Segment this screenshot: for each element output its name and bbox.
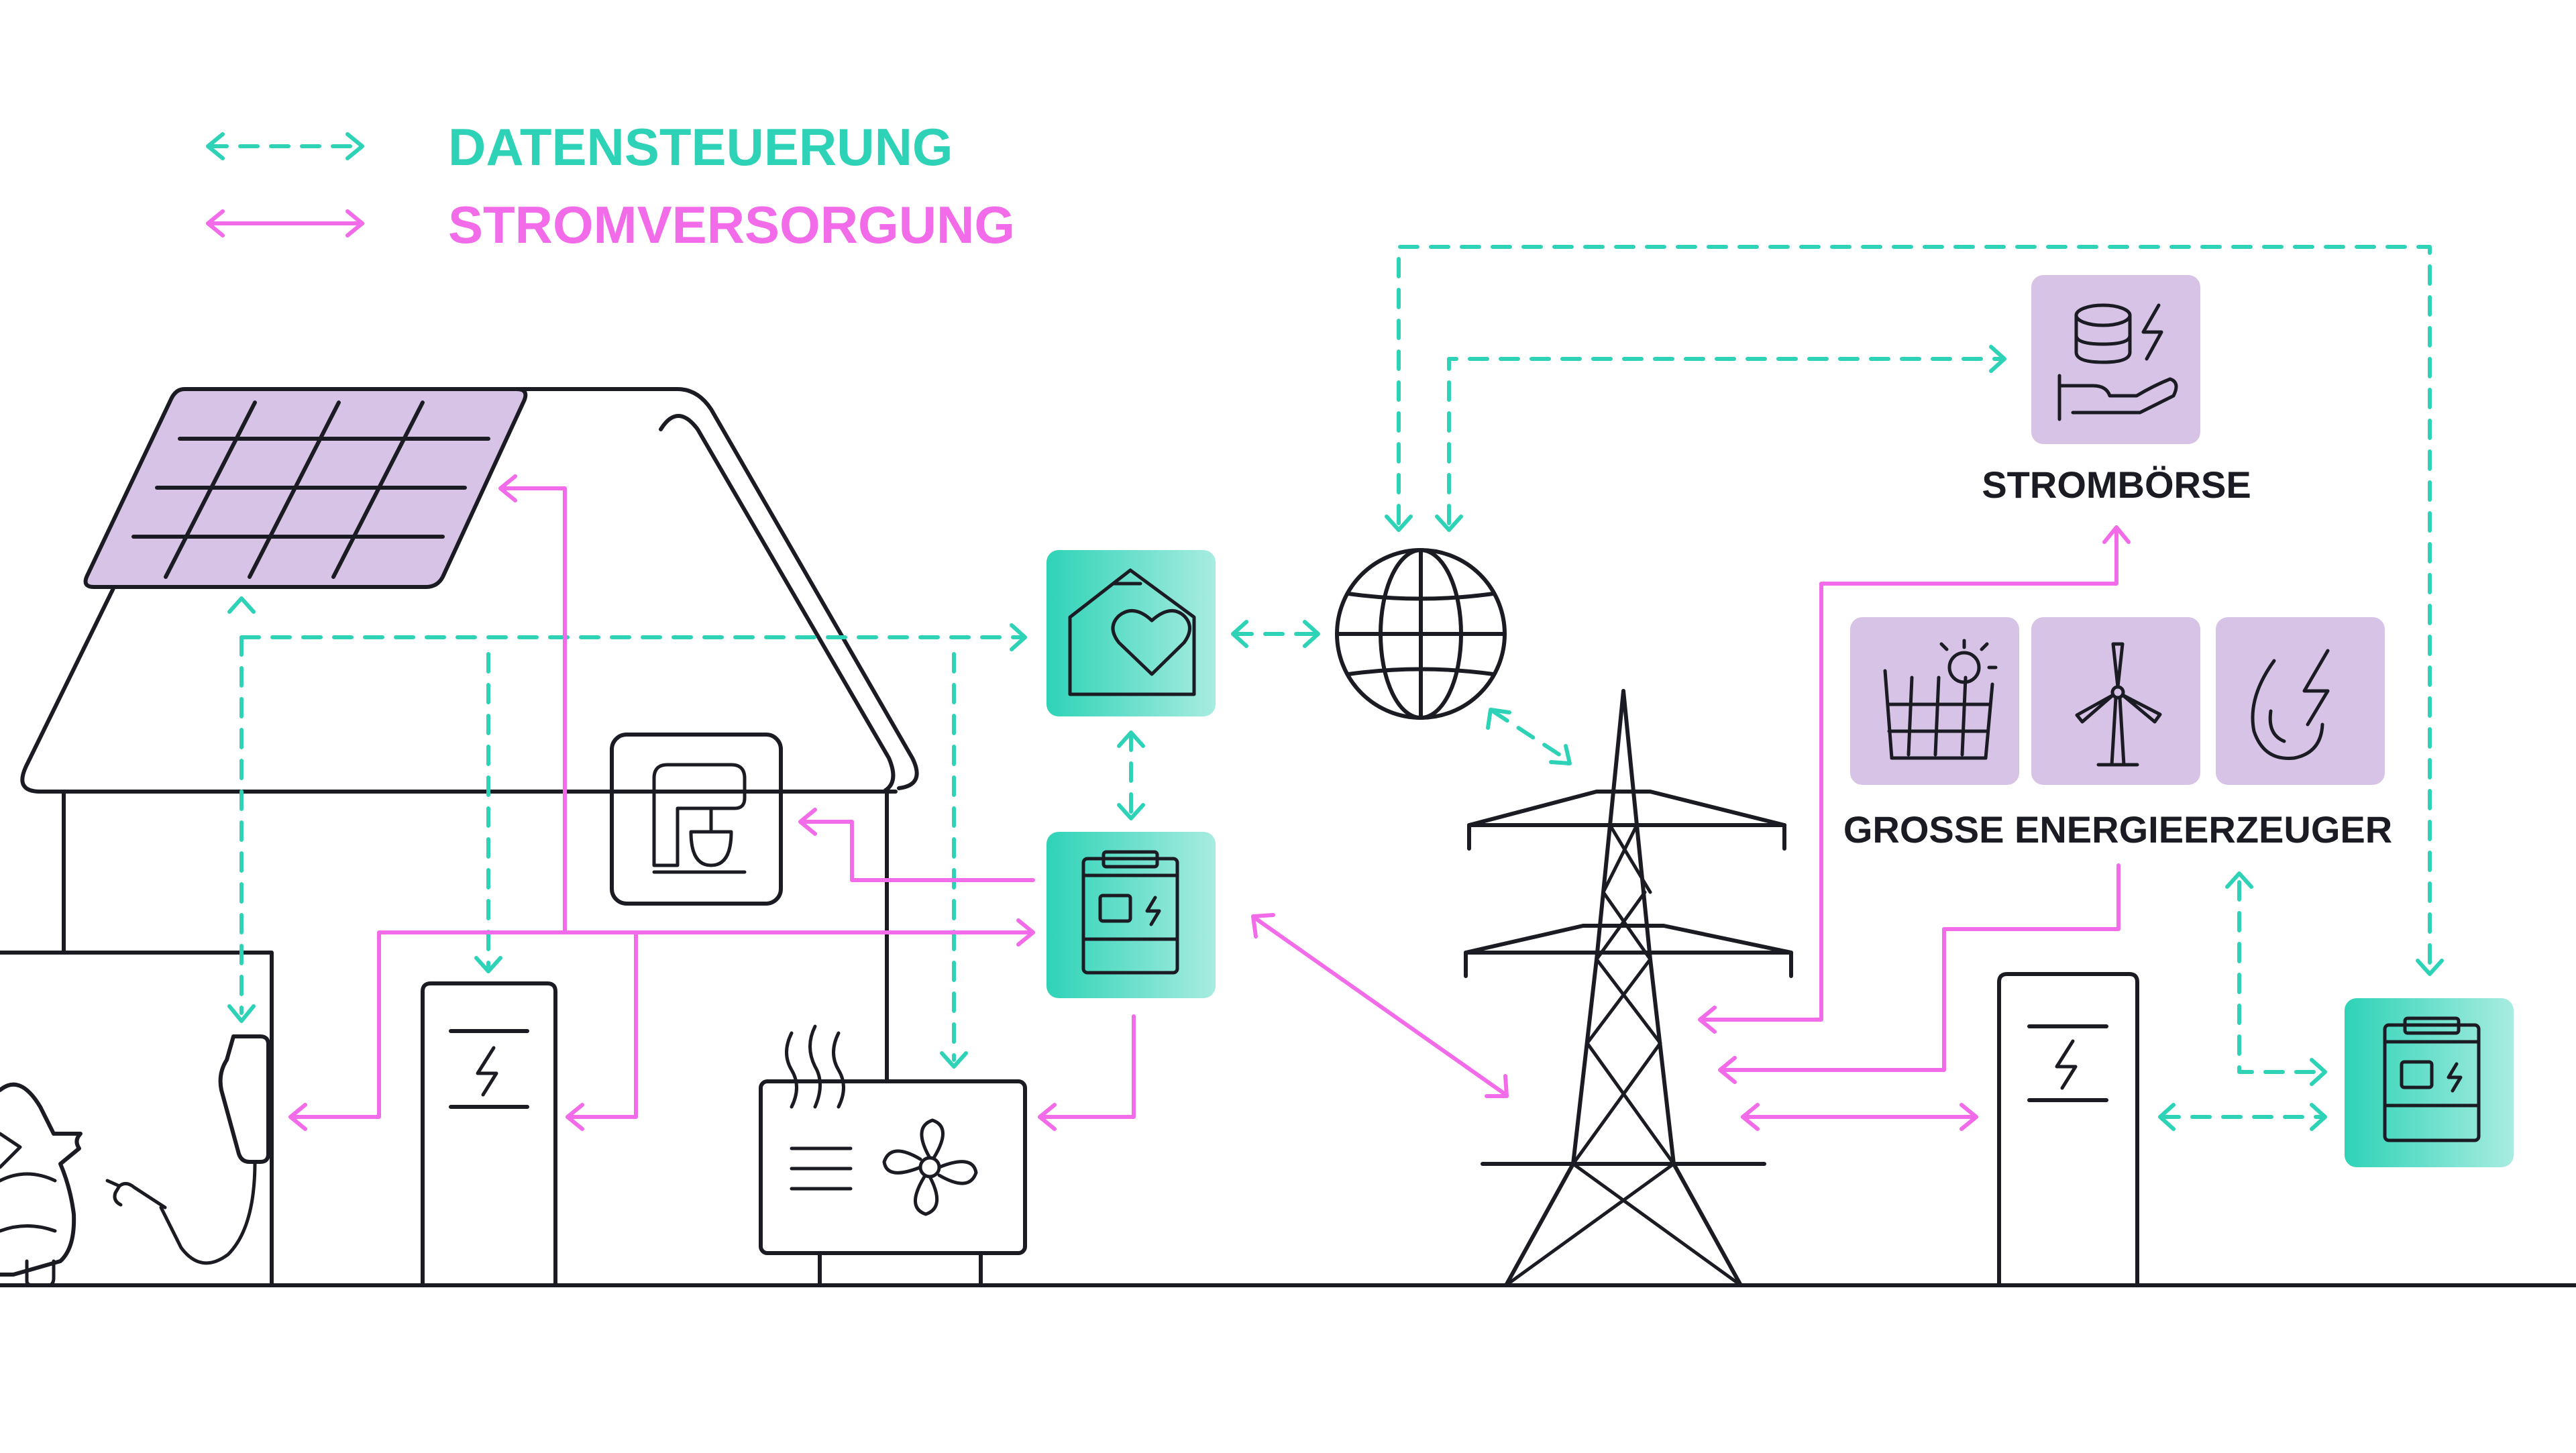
data-connections xyxy=(227,245,2444,1131)
smart-home-icon xyxy=(1046,550,1216,716)
grid-battery-icon xyxy=(1997,972,2139,1287)
legend-data-label: DATENSTEUERUNG xyxy=(448,117,953,176)
legend-power-label: STROMVERSORGUNG xyxy=(448,195,1015,254)
smart-meter-icon xyxy=(1046,832,1216,998)
power-connections xyxy=(288,474,2131,1131)
solar-park-icon xyxy=(1850,617,2019,785)
heat-pump-icon xyxy=(759,1024,1027,1287)
battery-icon xyxy=(421,981,557,1287)
wallbox-charger-icon xyxy=(105,1034,270,1265)
carport-wall xyxy=(0,951,274,1287)
legend-power-arrow xyxy=(206,209,364,237)
grid-smart-meter-icon xyxy=(2345,998,2514,1167)
energy-exchange-icon xyxy=(2031,275,2200,444)
hydro-power-icon xyxy=(2216,617,2385,785)
electric-car-icon xyxy=(0,1082,83,1287)
globe-icon xyxy=(1335,548,1507,720)
legend: DATENSTEUERUNG STROMVERSORGUNG xyxy=(206,117,1015,254)
producers-label: GROSSE ENERGIEERZEUGER xyxy=(1843,808,2392,851)
legend-data-arrow xyxy=(206,132,364,160)
exchange-label: STROMBÖRSE xyxy=(1982,464,2251,506)
power-pylon-icon xyxy=(1464,689,1793,1287)
solar-panel-icon xyxy=(83,387,528,589)
kitchen-mixer-icon xyxy=(610,733,783,906)
wind-turbine-icon xyxy=(2031,617,2200,785)
